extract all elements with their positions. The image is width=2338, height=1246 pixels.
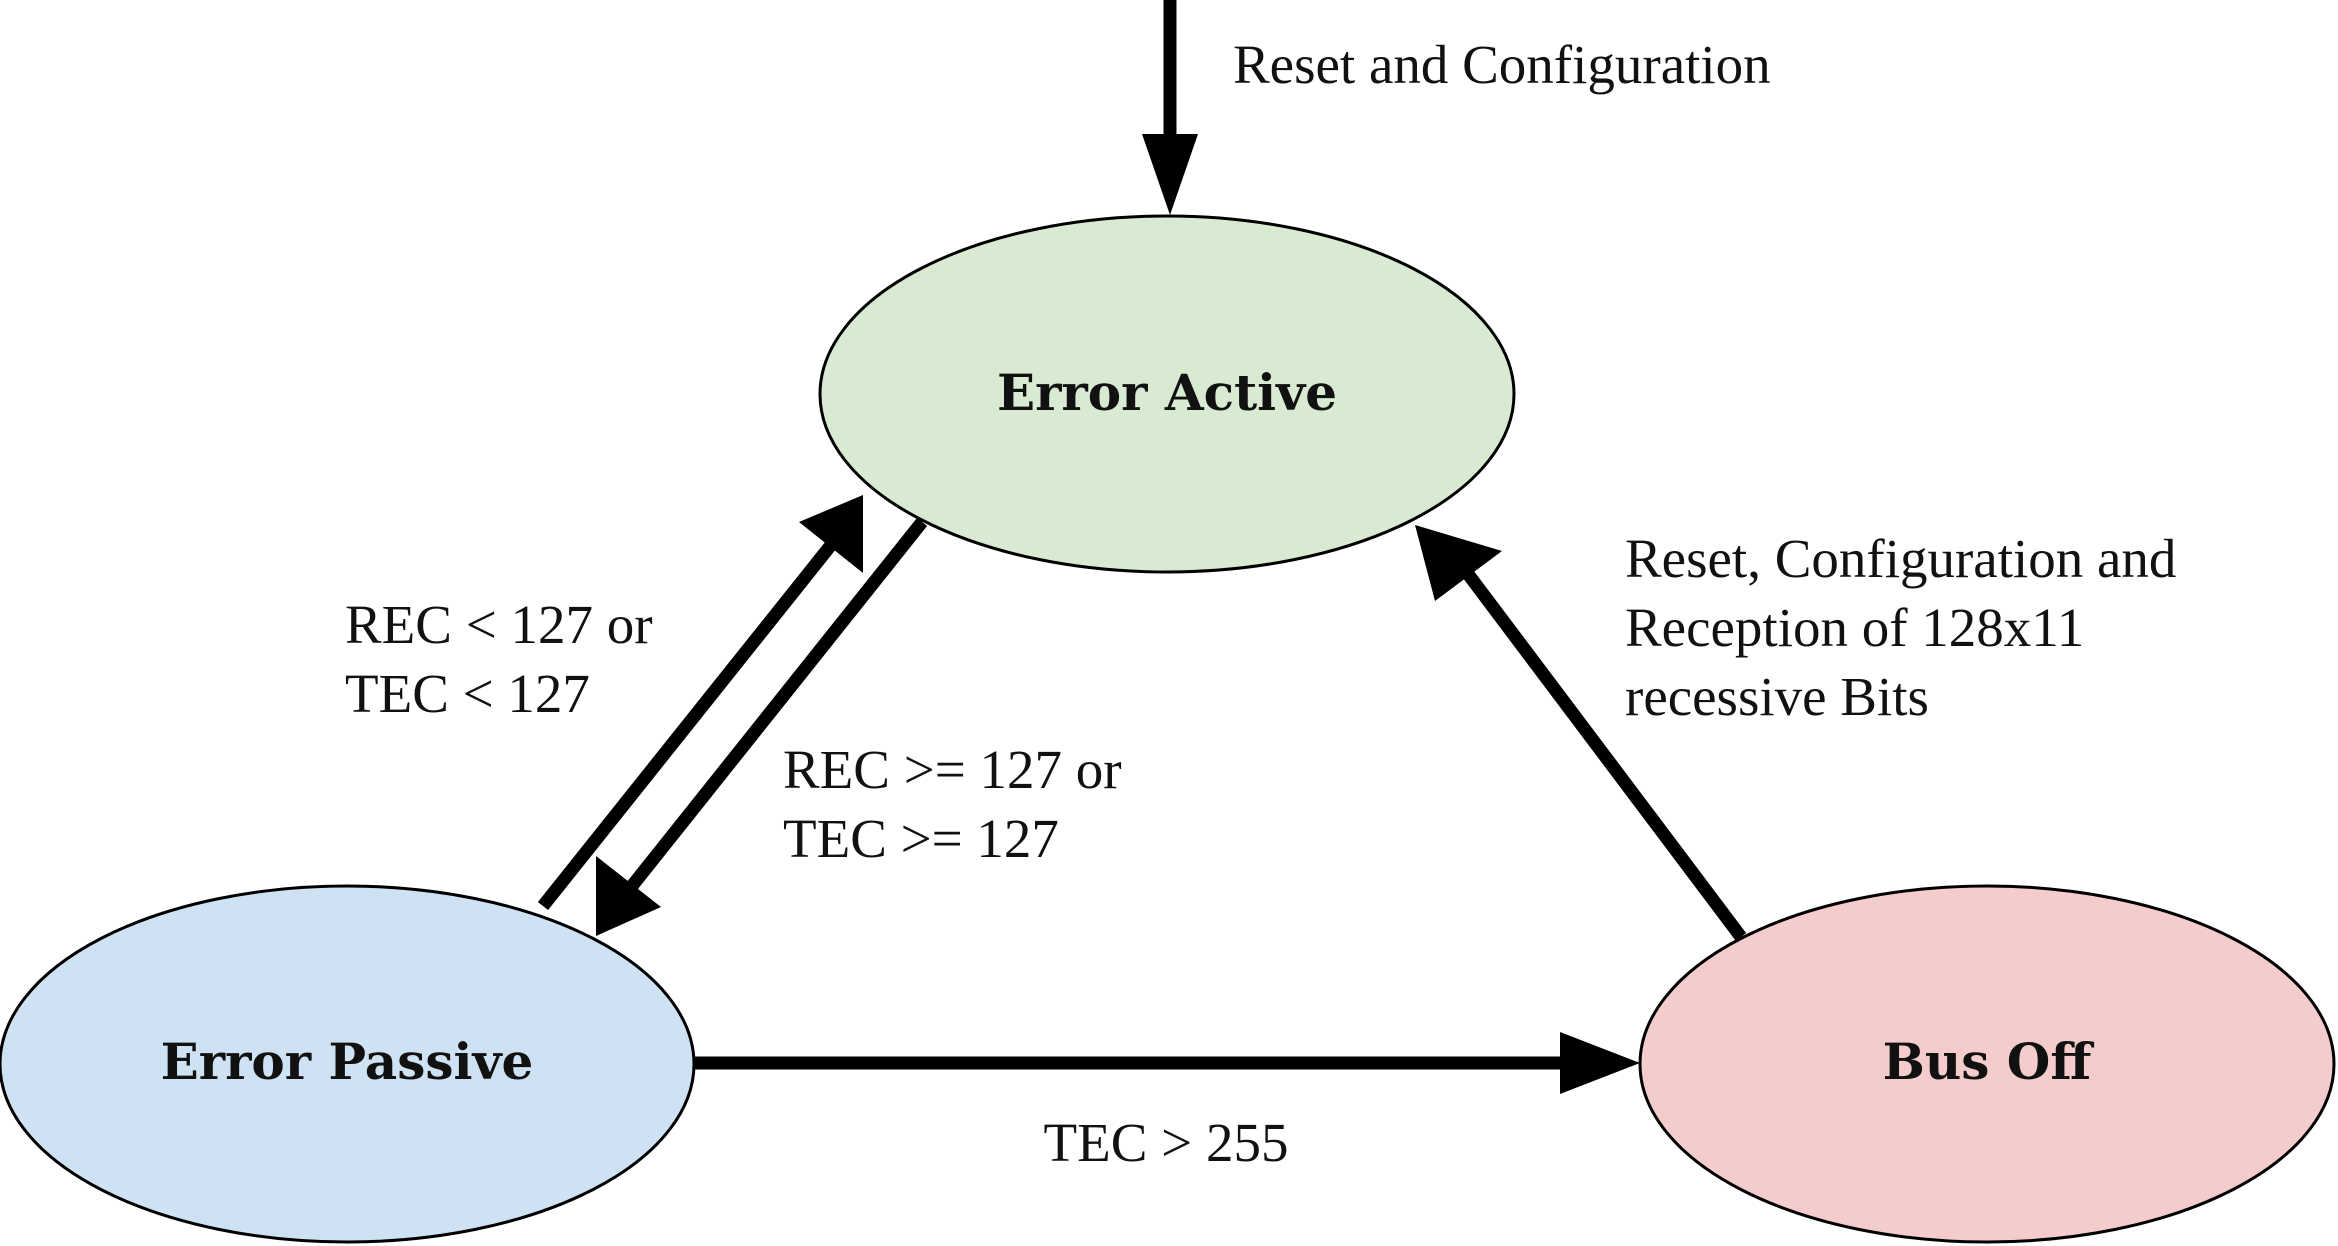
state-label: Bus Off <box>1883 1032 2095 1091</box>
edge-label-passive-to-active: REC < 127 or TEC < 127 <box>345 594 653 724</box>
state-label: Error Active <box>997 363 1337 422</box>
arrowhead-icon <box>1415 525 1502 601</box>
edge-bus-off-to-error-active <box>1415 525 1747 941</box>
arrowhead-icon <box>799 495 863 573</box>
edge-label-reset-and-configuration: Reset and Configuration <box>1233 34 1771 95</box>
edge-label-line: Reset, Configuration and <box>1625 528 2176 589</box>
state-label: Error Passive <box>161 1032 534 1091</box>
edge-label-active-to-passive: REC >= 127 or TEC >= 127 <box>783 739 1122 869</box>
edge-reset-to-error-active <box>1142 0 1198 215</box>
edge-label-busoff-to-active: Reset, Configuration and Reception of 12… <box>1625 528 2176 727</box>
state-error-active: Error Active <box>818 214 1516 574</box>
edge-error-passive-to-error-active <box>537 495 863 911</box>
edge-label-line: REC >= 127 or <box>783 739 1122 800</box>
state-bus-off: Bus Off <box>1638 884 2336 1244</box>
edge-error-active-to-error-passive <box>596 517 928 936</box>
edge-label-tec-over-255: TEC > 255 <box>1044 1112 1289 1173</box>
state-ellipse <box>1638 884 2336 1244</box>
edge-label-line: recessive Bits <box>1625 666 1929 727</box>
arrowhead-icon <box>1142 134 1198 215</box>
edge-label-line: REC < 127 or <box>345 594 653 655</box>
edge-label-line: TEC >= 127 <box>783 808 1059 869</box>
state-ellipse <box>0 884 696 1244</box>
arrowhead-icon <box>596 856 661 936</box>
edge-error-passive-to-bus-off <box>694 1032 1640 1094</box>
state-ellipse <box>818 214 1516 574</box>
edge-label-line: TEC < 127 <box>345 663 590 724</box>
edge-label-line: Reception of 128x11 <box>1625 597 2084 658</box>
state-error-passive: Error Passive <box>0 884 696 1244</box>
arrowhead-icon <box>1560 1032 1640 1094</box>
